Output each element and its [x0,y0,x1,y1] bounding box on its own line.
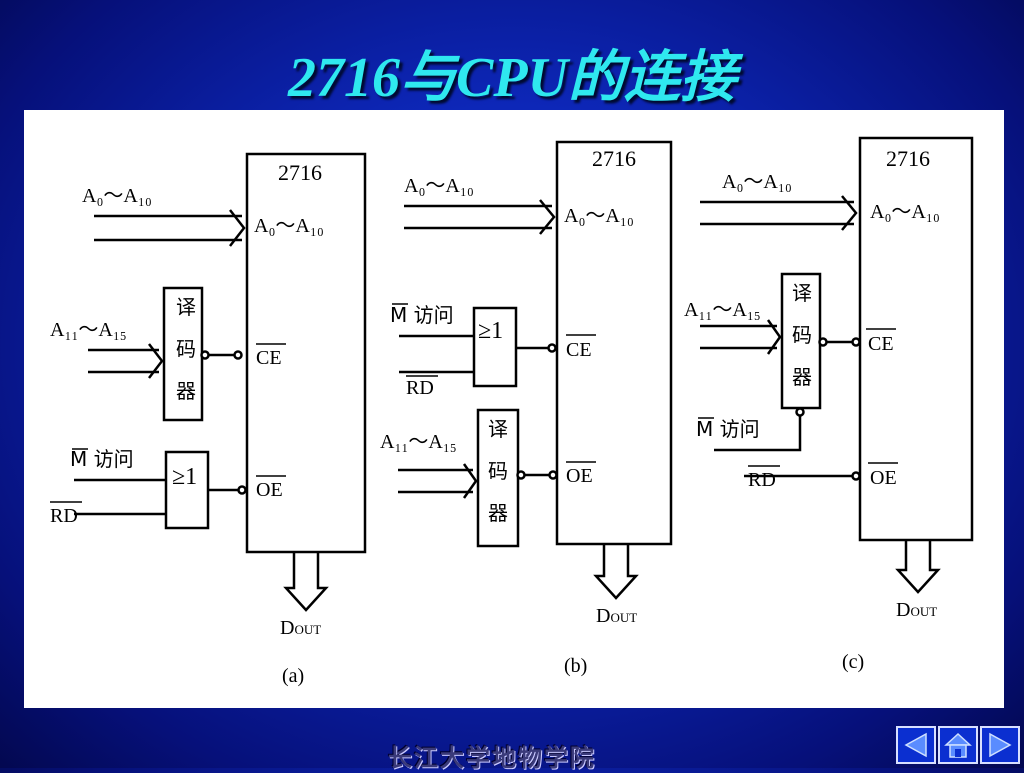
oe-pin-a: OE [256,479,283,501]
addr-high-input-b: A₁₁～A₁₅ [380,431,457,453]
decoder-char-1-c: 译 [792,281,812,305]
caption-a: (a) [282,665,304,687]
home-icon [944,732,972,758]
chip-label-c: 2716 [886,146,930,171]
rd-a: RD [50,505,78,527]
rd-c: RD [748,469,776,491]
footer-institution: 长江大学地物学院 [388,744,596,772]
ce-pin-b: CE [566,339,592,361]
dout-a: DOUT [280,617,321,639]
caption-b: (b) [564,655,587,677]
decoder-char-2-c: 码 [792,323,812,347]
chip-label-b: 2716 [592,146,636,171]
m-access-c: M 访问 [696,417,760,441]
circuit-diagram: 2716 A₀～A₁₀ A₀～A₁₀ A₁₁～A₁₅ 译 码 器 CE OE ≥… [50,136,974,687]
addr-low-input-a: A₀～A₁₀ [82,185,152,207]
addr-low-input-c: A₀～A₁₀ [722,171,792,193]
chip-label-a: 2716 [278,160,322,185]
decoder-char-2-b: 码 [488,459,508,483]
home-button[interactable] [938,726,978,764]
slide-title: 2716与CPU的连接 [288,47,736,109]
m-access-a: M 访问 [70,447,134,471]
or-gate-b: ≥1 [478,318,503,344]
dout-b: DOUT [596,605,637,627]
addr-high-input-a: A₁₁～A₁₅ [50,319,127,341]
decoder-char-3-c: 器 [792,365,812,389]
rd-b: RD [406,377,434,399]
addr-low-pin-a: A₀～A₁₀ [254,215,324,237]
m-access-b: M 访问 [390,303,454,327]
ce-pin-c: CE [868,333,894,355]
addr-low-pin-c: A₀～A₁₀ [870,201,940,223]
addr-low-input-b: A₀～A₁₀ [404,175,474,197]
decoder-char-1-a: 译 [176,295,196,319]
addr-high-input-c: A₁₁～A₁₅ [684,299,761,321]
caption-c: (c) [842,651,864,673]
prev-slide-button[interactable] [896,726,936,764]
ce-pin-a: CE [256,347,282,369]
addr-low-pin-b: A₀～A₁₀ [564,205,634,227]
oe-pin-b: OE [566,465,593,487]
decoder-char-1-b: 译 [488,417,508,441]
triangle-right-icon [989,732,1012,758]
decoder-char-3-a: 器 [176,379,196,403]
or-gate-a: ≥1 [172,464,197,490]
triangle-left-icon [904,732,927,758]
next-slide-button[interactable] [980,726,1020,764]
oe-pin-c: OE [870,467,897,489]
dout-c: DOUT [896,599,937,621]
circuit-diagram-panel: 2716 A₀～A₁₀ A₀～A₁₀ A₁₁～A₁₅ 译 码 器 CE OE ≥… [24,110,1004,708]
decoder-char-2-a: 码 [176,337,196,361]
decoder-char-3-b: 器 [488,501,508,525]
